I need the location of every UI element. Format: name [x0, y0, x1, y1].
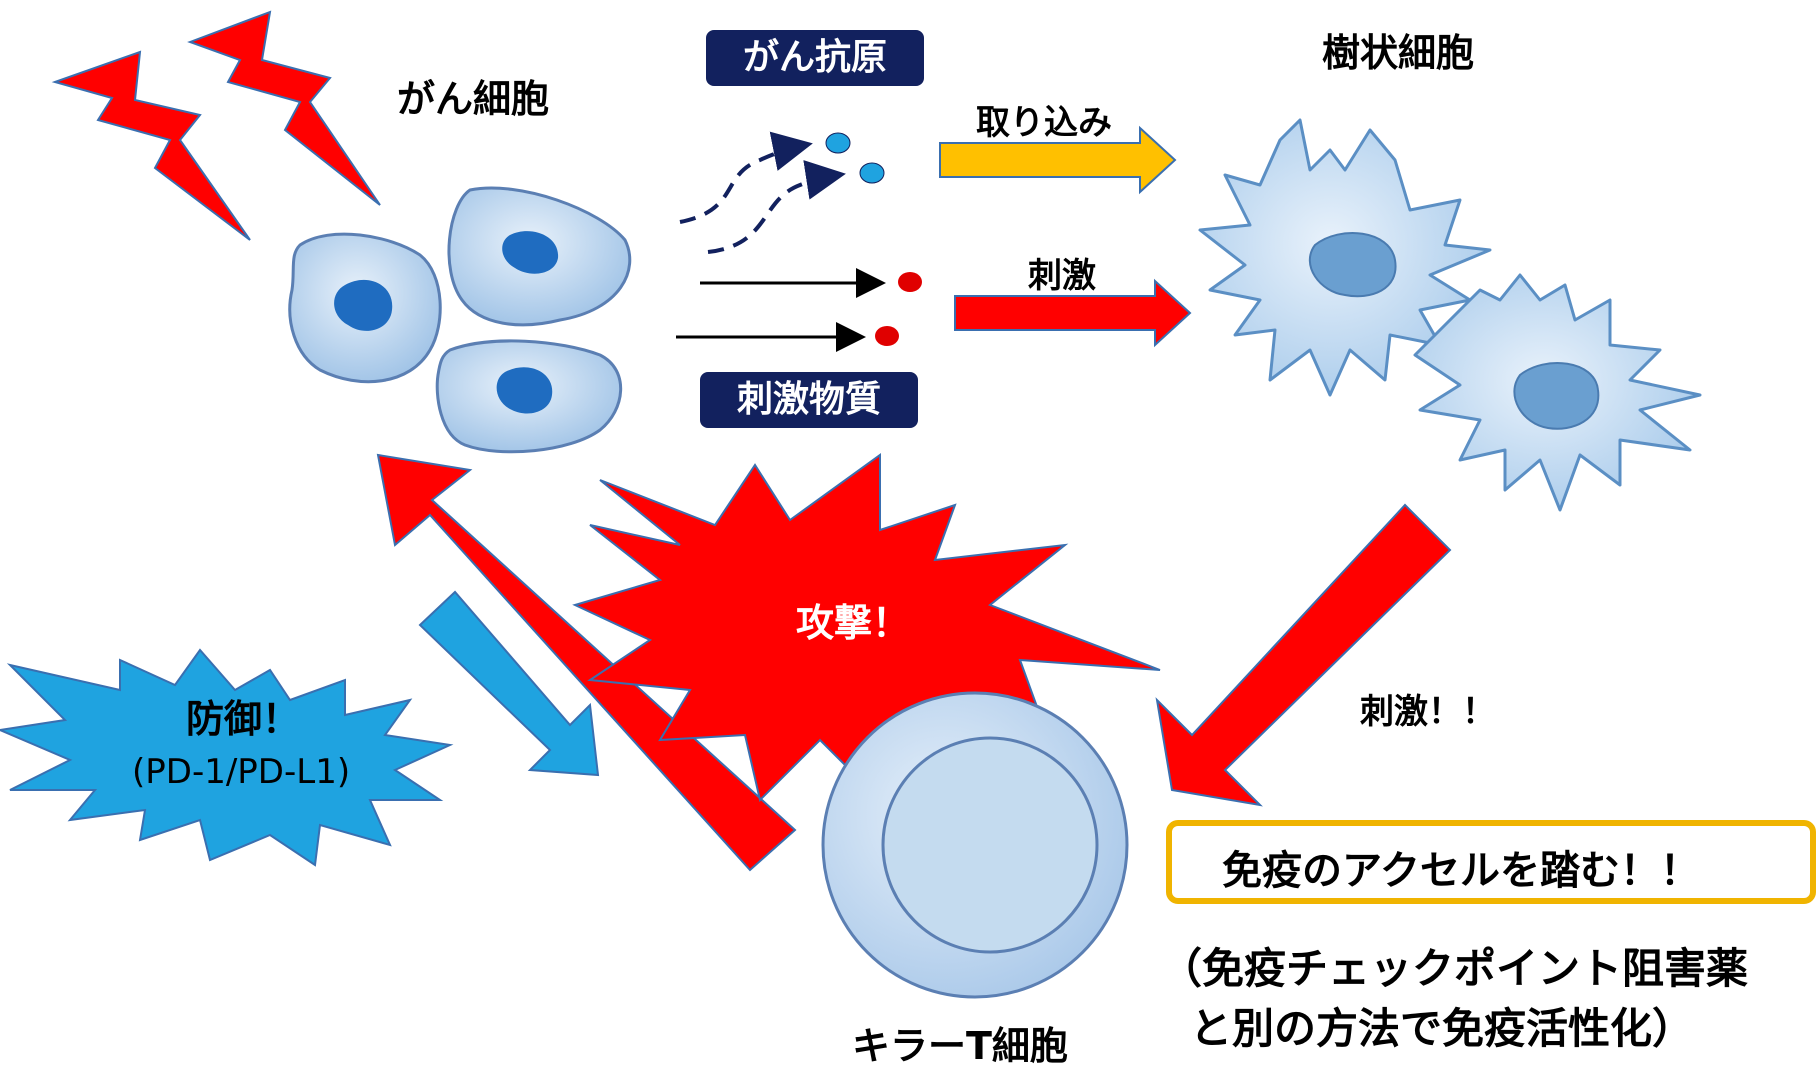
- defense-label: 防御！: [186, 697, 301, 741]
- dendritic-cell-nucleus: [1513, 362, 1600, 430]
- accelerate-box: [1166, 820, 1816, 904]
- stimulant-particle: [875, 326, 899, 346]
- uptake-arrow: [939, 125, 1177, 195]
- cancer-antigen-pill: がん抗原: [706, 30, 924, 86]
- lightning-bolt-icon: [51, 50, 251, 241]
- stimulant-particle: [898, 272, 922, 292]
- dendritic-cell-nucleus: [1308, 232, 1397, 298]
- accelerate-message: 免疫のアクセルを踏む！！: [1222, 848, 1700, 894]
- cancer-cell-cluster: [288, 186, 632, 454]
- lightning-bolt-icon: [187, 10, 381, 206]
- dendritic-cells-label: 樹状細胞: [1322, 31, 1475, 75]
- killer-t-cell-label: キラーT細胞: [852, 1024, 1068, 1068]
- killer-t-cell: [821, 691, 1129, 999]
- defense-sub-label: (PD-1/PD-L1): [132, 752, 351, 792]
- attack-arrow: [376, 453, 797, 872]
- antigen-flow-arrow: [679, 131, 813, 224]
- stimulating-substance-pill: 刺激物質: [700, 372, 918, 428]
- note-line-2: と別の方法で免疫活性化）: [1190, 1004, 1695, 1053]
- antigen-particle: [859, 162, 885, 184]
- stimulus-arrow: [954, 278, 1192, 348]
- cancer-cells-label: がん細胞: [397, 77, 550, 121]
- dendritic-cell: [1413, 273, 1702, 512]
- defense-arrow: [418, 590, 600, 777]
- antigen-flow-arrow: [707, 160, 846, 254]
- defense-burst: [0, 648, 454, 867]
- cancer-cell-nucleus: [496, 367, 553, 414]
- antigen-particle: [825, 132, 851, 154]
- dendritic-cell: [1198, 118, 1492, 397]
- cancer-cell-nucleus: [502, 231, 559, 274]
- cancer-cell-nucleus: [334, 279, 393, 331]
- attack-label: 攻撃！: [796, 601, 911, 645]
- uptake-label: 取り込み: [976, 103, 1112, 143]
- stimulus-label: 刺激: [1028, 256, 1096, 296]
- note-line-1: （免疫チェックポイント阻害薬: [1160, 944, 1749, 993]
- stimulus-strong-label: 刺激！！: [1360, 692, 1496, 732]
- activation-arrow: [1155, 503, 1452, 807]
